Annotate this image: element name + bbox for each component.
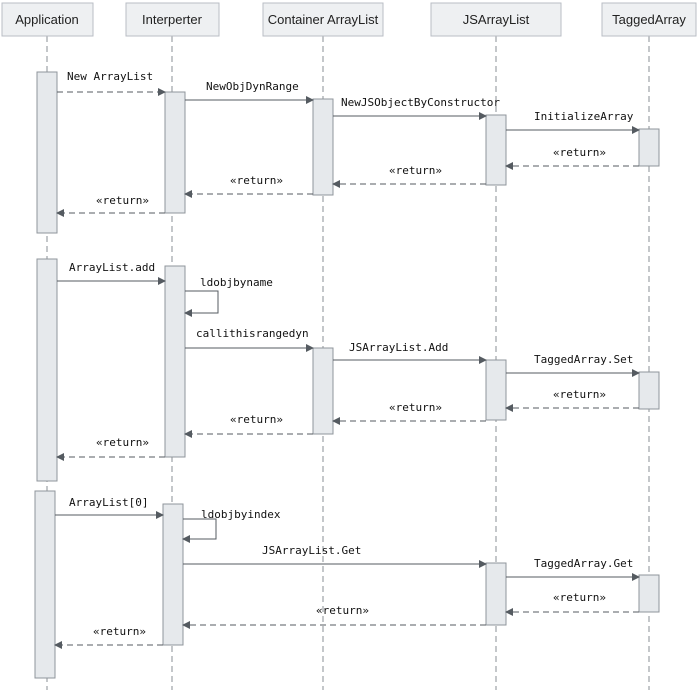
activation-application-2: [36, 258, 58, 482]
msg-newobjdynrange-label: NewObjDynRange: [206, 80, 299, 93]
participant-jsarraylist: JSArrayList: [463, 12, 530, 27]
msg-ldobjbyname-label: ldobjbyname: [200, 276, 273, 289]
msg-arraylist-add-label: ArrayList.add: [69, 261, 155, 274]
activation-tagged-3: [638, 574, 660, 613]
msg-return-7-label: «return»: [230, 413, 283, 426]
msg-new-arraylist-label: New ArrayList: [67, 70, 153, 83]
activation-application-3: [34, 490, 56, 679]
msg-return-1-label: «return»: [553, 146, 606, 159]
activation-interperter-2: [164, 265, 186, 458]
participant-taggedarray-box: [601, 2, 697, 37]
msg-initializearray-label: InitializeArray: [534, 110, 634, 123]
msg-return-5-label: «return»: [553, 388, 606, 401]
participant-container-arraylist: Container ArrayList: [268, 12, 379, 27]
msg-jsarraylist-add-label: JSArrayList.Add: [349, 341, 448, 354]
msg-taggedarray-set-label: TaggedArray.Set: [534, 353, 633, 366]
activation-jsarray-2: [485, 359, 507, 421]
participant-application: Application: [15, 12, 79, 27]
participant-application-box: [1, 2, 94, 37]
participant-container-arraylist-box: [262, 2, 384, 37]
msg-return-2-label: «return»: [389, 164, 442, 177]
msg-return-8-label: «return»: [96, 436, 149, 449]
participant-jsarraylist-box: [430, 2, 562, 37]
msg-jsarraylist-get-label: JSArrayList.Get: [262, 544, 361, 557]
activation-tagged-1: [638, 128, 660, 167]
activation-interperter-3: [162, 503, 184, 646]
participant-interperter: Interperter: [142, 12, 203, 27]
activation-tagged-2: [638, 371, 660, 410]
msg-return-11-label: «return»: [93, 625, 146, 638]
msg-ldobjbyindex-arrow: [182, 518, 217, 543]
activation-interperter-1: [164, 91, 186, 214]
msg-return-4-label: «return»: [96, 194, 149, 207]
msg-newjsobjectbyconstructor-label: NewJSObjectByConstructor: [341, 96, 500, 109]
msg-taggedarray-get-label: TaggedArray.Get: [534, 557, 633, 570]
participant-interperter-box: [125, 2, 220, 37]
msg-callithisrangedyn-label: callithisrangedyn: [196, 327, 309, 340]
participant-taggedarray: TaggedArray: [612, 12, 686, 27]
msg-return-9-label: «return»: [553, 591, 606, 604]
msg-return-6-label: «return»: [389, 401, 442, 414]
msg-return-10-label: «return»: [316, 604, 369, 617]
activation-container-1: [312, 98, 334, 196]
msg-arraylist-index-label: ArrayList[0]: [69, 496, 148, 509]
activation-application-1: [36, 71, 58, 234]
activation-jsarray-1: [485, 114, 507, 186]
activation-jsarray-3: [485, 562, 507, 626]
msg-ldobjbyname-arrow: [184, 290, 219, 317]
msg-ldobjbyindex-label: ldobjbyindex: [201, 508, 281, 521]
msg-return-3-label: «return»: [230, 174, 283, 187]
activation-container-2: [312, 347, 334, 435]
